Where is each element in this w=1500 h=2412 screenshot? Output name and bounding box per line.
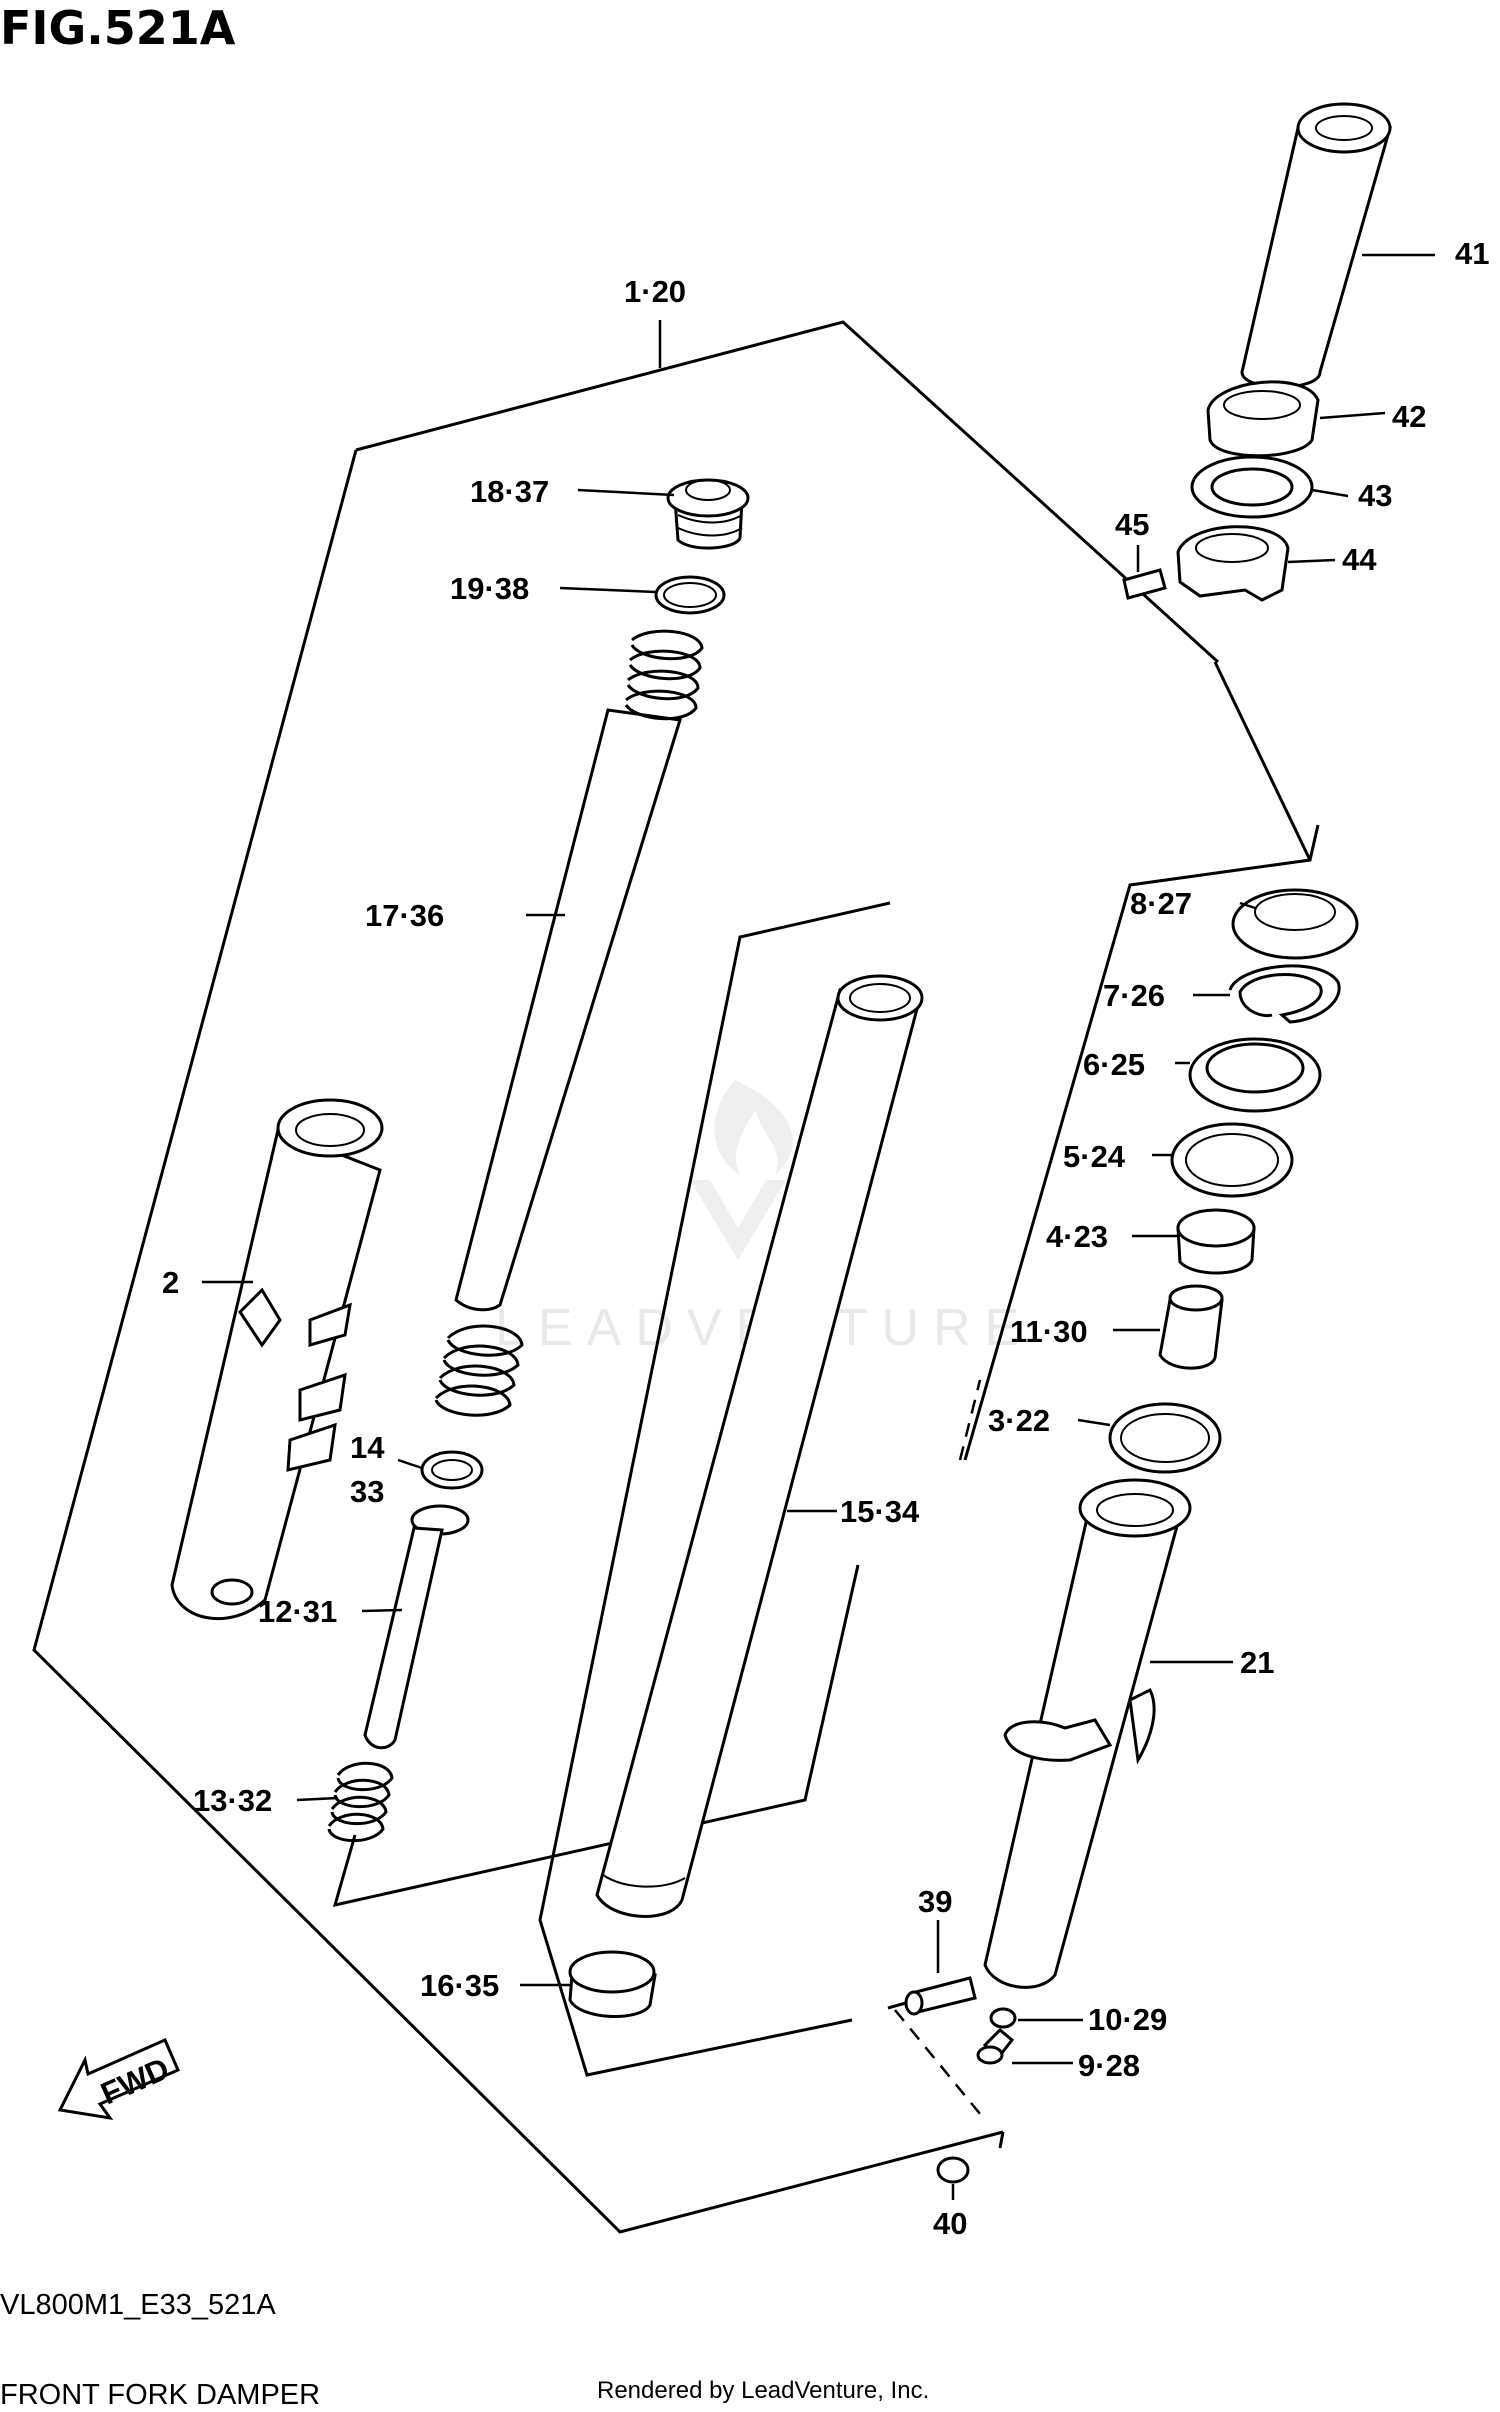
part-16-35-bushing [568, 1950, 657, 2018]
callout-6-25: 6·25 [1083, 1047, 1145, 1082]
callout-42: 42 [1392, 399, 1426, 434]
callout-14: 14 [350, 1430, 385, 1465]
callout-21: 21 [1240, 1645, 1274, 1680]
part-14-33-ring [420, 1450, 484, 1490]
callout-12-31: 12·31 [258, 1594, 337, 1629]
part-43-washer [1190, 455, 1314, 519]
callout-1-20: 1·20 [624, 274, 686, 309]
render-credit: Rendered by LeadVenture, Inc. [597, 2377, 929, 2404]
part-44-clamp [1176, 525, 1290, 602]
callout-43: 43 [1358, 478, 1392, 513]
part-15-34-inner-tube [595, 974, 924, 1918]
part-3-22-slide-bush [1108, 1402, 1222, 1474]
callout-10-29: 10·29 [1088, 2002, 1167, 2037]
callout-40: 40 [933, 2206, 967, 2241]
callout-39: 39 [918, 1884, 952, 1919]
model-code: VL800M1_E33_521A [0, 2289, 276, 2321]
callout-5-24: 5·24 [1063, 1139, 1126, 1174]
part-13-32-spring [327, 1761, 394, 1843]
callout-18-37: 18·37 [470, 474, 549, 509]
part-4-23-guide-bush [1176, 1208, 1256, 1275]
callout-44: 44 [1342, 542, 1377, 577]
part-21-outer-tube-right [983, 1478, 1192, 1989]
callout-45: 45 [1115, 507, 1149, 542]
part-41-fork-cover-tube [1240, 102, 1392, 389]
part-45-bolt [1122, 568, 1167, 600]
callout-7-26: 7·26 [1103, 978, 1165, 1013]
part-6-25-oil-seal [1188, 1037, 1322, 1113]
part-42-ring-nut [1206, 380, 1320, 458]
part-9-28-bolt [976, 2027, 1015, 2065]
part-2-outer-tube-left [170, 1098, 384, 1621]
callout-17-36: 17·36 [365, 898, 444, 933]
callout-19-38: 19·38 [450, 571, 529, 606]
leader-lines [202, 253, 1435, 2200]
fwd-arrow-icon: FWD [57, 2038, 180, 2121]
part-39-bolt [904, 1976, 977, 2016]
part-19-38-o-ring [654, 575, 726, 615]
figure-caption: FRONT FORK DAMPER [0, 2379, 320, 2411]
callout-2: 2 [162, 1265, 179, 1300]
callout-11-30: 11·30 [1010, 1314, 1088, 1349]
figure-title: FIG.521A [0, 1, 236, 55]
callout-16-35: 16·35 [420, 1968, 499, 2003]
callout-9-28: 9·28 [1078, 2048, 1140, 2083]
part-8-27-dust-seal [1231, 888, 1359, 960]
part-40-plug [936, 2156, 970, 2184]
callout-15-34: 15·34 [840, 1494, 920, 1529]
part-11-30-oil-lock-piece [1158, 1284, 1224, 1370]
callout-3-22: 3·22 [988, 1403, 1050, 1438]
part-7-26-stopper-ring [1228, 964, 1341, 1024]
callout-8-27: 8·27 [1130, 886, 1192, 921]
callout-33: 33 [350, 1474, 384, 1509]
part-17-36-damper-rod [434, 629, 704, 1417]
callout-41: 41 [1455, 236, 1489, 271]
part-10-29-gasket [989, 2007, 1017, 2029]
callout-13-32: 13·32 [193, 1783, 272, 1818]
part-5-24-washer [1170, 1122, 1294, 1198]
part-12-31-rebound-spring-seat [363, 1504, 470, 1750]
part-18-37-cap-bolt [666, 478, 750, 550]
callout-4-23: 4·23 [1046, 1219, 1108, 1254]
